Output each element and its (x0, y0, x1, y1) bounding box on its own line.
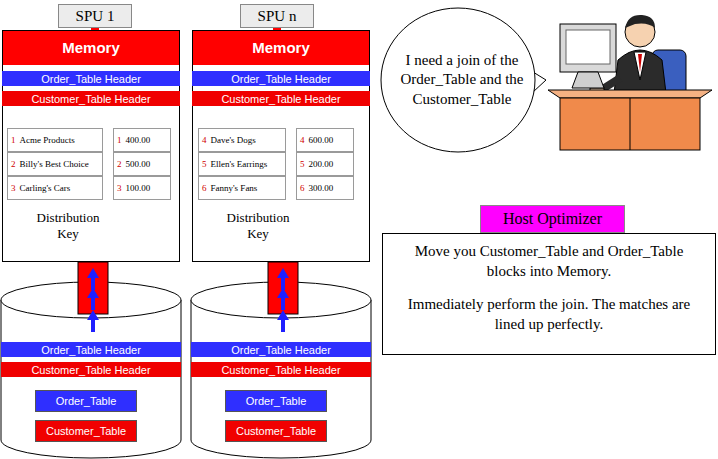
header-band: Customer_Table Header (192, 91, 370, 106)
cell-text: Dave's Dogs (211, 135, 256, 145)
node-text: Move you Customer_Table and Order_Table … (401, 242, 697, 281)
node-text: Customer_Table Header (31, 364, 150, 376)
node-text: Customer_Table (236, 425, 316, 437)
cell-text: 100.00 (126, 183, 151, 193)
row-number: 2 (117, 159, 122, 169)
cell-text: 200.00 (309, 159, 334, 169)
row-number: 3 (117, 183, 122, 193)
table-row: 5 Ellen's Earrings (198, 152, 286, 176)
node-text: Order_Table Header (231, 344, 331, 356)
row-number: 2 (11, 159, 16, 169)
cell-text: Billy's Best Choice (20, 159, 89, 169)
node-text: Order_Table (56, 395, 117, 407)
table-row: 1 Acme Products (7, 128, 103, 152)
node-text: Host Optimizer (503, 210, 602, 228)
cell-text: Carling's Cars (20, 183, 71, 193)
table-row: 3 100.00 (113, 176, 171, 200)
node-text: Customer_Table Header (221, 364, 340, 376)
row-number: 4 (300, 135, 305, 145)
row-number: 5 (300, 159, 305, 169)
row-number: 6 (300, 183, 305, 193)
table-row: 2 Billy's Best Choice (7, 152, 103, 176)
node-text: SPU 1 (76, 8, 115, 25)
row-number: 6 (202, 183, 207, 193)
node-text: Order_Table Header (231, 73, 331, 85)
person-at-desk (548, 15, 712, 150)
cell-text: Ellen's Earrings (211, 159, 268, 169)
disk-cylinder (191, 282, 371, 458)
table-row: 6 Fanny's Fans (198, 176, 286, 200)
instruction-box: Move you Customer_Table and Order_Table … (382, 233, 716, 355)
transfer-column (268, 262, 298, 332)
table-row: 2 500.00 (113, 152, 171, 176)
node-text: Order_Table Header (41, 344, 141, 356)
header-band: Customer_Table Header (1, 362, 181, 377)
cell-text: 500.00 (126, 159, 151, 169)
node-text: Memory (3, 31, 179, 65)
annotation-label: Distribution Key (28, 210, 108, 241)
node-text: Immediately perform the join. The matche… (401, 295, 697, 334)
node-text: Customer_Table Header (221, 93, 340, 105)
node-text: SPU n (258, 8, 297, 25)
node-text: Order_Table (246, 395, 307, 407)
cell-text: 300.00 (309, 183, 334, 193)
row-number: 5 (202, 159, 207, 169)
memory-panel: MemoryOrder_Table HeaderCustomer_Table H… (192, 30, 370, 262)
node-text: Customer_Table Header (31, 93, 150, 105)
header-band: Order_Table Header (192, 71, 370, 86)
header-band: Order_Table Header (1, 342, 181, 357)
row-number: 3 (11, 183, 16, 193)
table-row: 3 Carling's Cars (7, 176, 103, 200)
row-number: 1 (117, 135, 122, 145)
table-row: 4 Dave's Dogs (198, 128, 286, 152)
table-block: Order_Table (35, 390, 137, 412)
header-band: Order_Table Header (2, 71, 180, 86)
table-block: Customer_Table (35, 420, 137, 442)
table-row: 4 600.00 (296, 128, 354, 152)
table-row: 6 300.00 (296, 176, 354, 200)
spu-label: SPU n (240, 4, 314, 28)
spu-label: SPU 1 (58, 4, 132, 28)
node-text: Memory (193, 31, 369, 65)
node-text: I need a join of the Order_Table and the… (398, 51, 526, 110)
header-band: Order_Table Header (191, 342, 371, 357)
memory-panel: MemoryOrder_Table HeaderCustomer_Table H… (2, 30, 180, 262)
table-row: 5 200.00 (296, 152, 354, 176)
title-box: Host Optimizer (480, 205, 625, 233)
annotation-label: Distribution Key (218, 210, 298, 241)
list-frame (5, 126, 356, 202)
cell-text: Acme Products (20, 135, 75, 145)
node-text: Order_Table Header (41, 73, 141, 85)
transfer-column (78, 262, 108, 332)
table-block: Order_Table (225, 390, 327, 412)
cell-text: 600.00 (309, 135, 334, 145)
row-number: 4 (202, 135, 207, 145)
disk-cylinder (1, 282, 181, 458)
cell-text: Fanny's Fans (211, 183, 258, 193)
header-band: Customer_Table Header (191, 362, 371, 377)
table-block: Customer_Table (225, 420, 327, 442)
node-text: Customer_Table (46, 425, 126, 437)
row-number: 1 (11, 135, 16, 145)
speech-bubble: I need a join of the Order_Table and the… (378, 6, 546, 154)
table-row: 1 400.00 (113, 128, 171, 152)
header-band: Customer_Table Header (2, 91, 180, 106)
cell-text: 400.00 (126, 135, 151, 145)
